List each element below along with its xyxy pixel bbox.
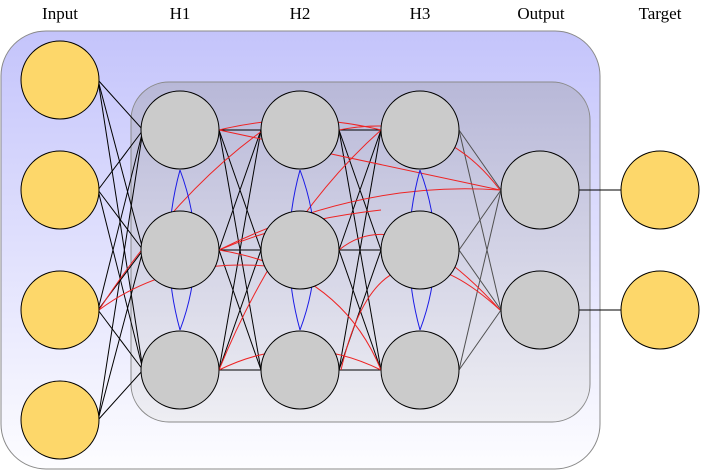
dense-edge	[458, 189, 502, 371]
dense-edge	[97, 79, 144, 131]
input-node	[20, 270, 100, 350]
dense-edge	[97, 369, 144, 421]
h3-node	[380, 210, 460, 290]
skip-edge	[218, 129, 501, 191]
target-node	[620, 270, 700, 350]
dense-edge	[97, 79, 144, 251]
h3-node	[380, 330, 460, 410]
layer-label-h3: H3	[410, 4, 431, 23]
h2-node	[260, 90, 340, 170]
layer-label-output: Output	[517, 4, 565, 23]
dense-edge	[458, 129, 502, 191]
dense-edge	[97, 129, 144, 311]
dense-edge	[97, 129, 144, 191]
h2-node	[260, 210, 340, 290]
input-node	[20, 40, 100, 120]
h2-node	[260, 330, 340, 410]
skip-edge	[218, 249, 382, 371]
h1-node	[140, 330, 220, 410]
dense-edge	[97, 129, 144, 421]
layer-label-h1: H1	[170, 4, 191, 23]
dense-edge	[97, 79, 144, 371]
layer-label-h2: H2	[290, 4, 311, 23]
dense-edge	[458, 189, 502, 251]
skip-edge	[218, 188, 501, 251]
layer-label-input: Input	[42, 4, 78, 23]
dense-edge	[97, 309, 144, 371]
dense-edge	[338, 129, 382, 251]
input-node	[20, 380, 100, 460]
dense-edge	[218, 129, 262, 371]
input-node	[20, 150, 100, 230]
dense-edge	[218, 249, 262, 371]
output-node	[500, 150, 580, 230]
output-node	[500, 270, 580, 350]
dense-edge	[218, 129, 262, 251]
dense-edge	[458, 309, 502, 371]
h1-node	[140, 90, 220, 170]
h1-node	[140, 210, 220, 290]
target-node	[620, 150, 700, 230]
dense-edge	[338, 129, 382, 371]
dense-edge	[97, 249, 144, 421]
layer-label-target: Target	[639, 4, 682, 23]
node-group	[20, 40, 700, 460]
h3-node	[380, 90, 460, 170]
